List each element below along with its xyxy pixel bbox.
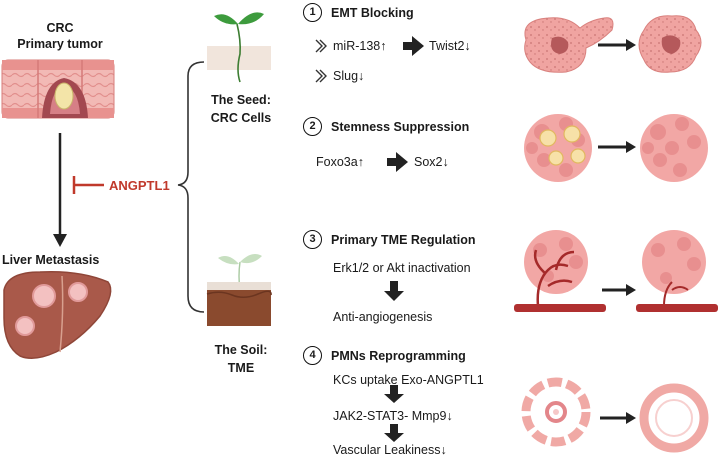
metastasis-arrow	[53, 133, 67, 247]
crc-title: CRC	[46, 21, 74, 35]
soil-label-line1: The Soil:	[214, 343, 268, 357]
section-2-title: Stemness Suppression	[331, 120, 470, 134]
crc-subtitle: Primary tumor	[17, 37, 103, 51]
step-number-3: 3	[303, 230, 322, 249]
angptl1-label: ANGPTL1	[109, 178, 170, 193]
colon-tumor-illustration	[1, 59, 115, 119]
seed-label-line1: The Seed:	[211, 93, 271, 107]
step-number-2: 2	[303, 117, 322, 136]
section-3-line1: Erk1/2 or Akt inactivation	[333, 261, 471, 275]
seed-label-line2: CRC Cells	[210, 111, 272, 125]
section-3-line2: Anti-angiogenesis	[333, 310, 433, 324]
liver-illustration	[3, 270, 112, 359]
section-1-item1-b: Twist2↓	[429, 39, 471, 53]
section-1-item2: Slug↓	[333, 69, 365, 83]
emt-cells-illustration	[524, 15, 702, 73]
stemness-cells-illustration	[524, 114, 708, 182]
section-3-title: Primary TME Regulation	[331, 233, 476, 247]
section-2-foxo3a: Foxo3a↑	[316, 155, 364, 169]
soil-illustration	[206, 254, 272, 326]
section-4-line3: Vascular Leakiness↓	[333, 443, 447, 457]
flow-arrows	[315, 36, 424, 442]
section-2-sox2: Sox2↓	[414, 155, 449, 169]
liver-metastasis-label: Liver Metastasis	[2, 253, 100, 267]
bracket	[177, 61, 205, 313]
section-1-title: EMT Blocking	[331, 6, 414, 20]
section-1-item1-a: miR-138↑	[333, 39, 387, 53]
step-number-1: 1	[303, 3, 322, 22]
section-4-title: PMNs Reprogramming	[331, 349, 466, 363]
section-4-line1: KCs uptake Exo-ANGPTL1	[333, 373, 484, 387]
step-number-4: 4	[303, 346, 322, 365]
inhibition-mark	[72, 176, 104, 194]
vascular-illustration	[521, 377, 709, 453]
angiogenesis-illustration	[514, 230, 718, 312]
seedling-illustration	[207, 12, 271, 83]
section-4-line2: JAK2-STAT3- Mmp9↓	[333, 409, 453, 423]
soil-label-line2: TME	[227, 361, 255, 375]
